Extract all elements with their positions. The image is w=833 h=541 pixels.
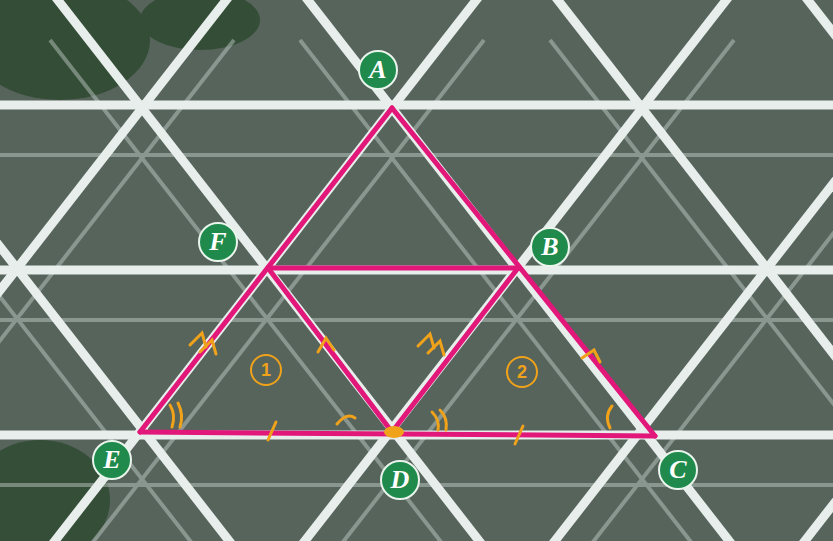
vertex-label: A bbox=[358, 50, 398, 90]
callout-text: 2 bbox=[517, 363, 527, 381]
hand-annotations bbox=[170, 333, 612, 444]
callout-number: 1 bbox=[250, 354, 282, 386]
point-letter: A bbox=[369, 57, 386, 83]
point-letter: D bbox=[391, 467, 410, 493]
point-marker bbox=[384, 426, 404, 438]
vertex-label: B bbox=[530, 227, 570, 267]
vertex-label: C bbox=[658, 450, 698, 490]
vertex-label: D bbox=[380, 460, 420, 500]
callout-number: 2 bbox=[506, 356, 538, 388]
point-letter: B bbox=[541, 234, 558, 260]
magenta-triangles bbox=[140, 108, 655, 436]
callout-text: 1 bbox=[261, 361, 271, 379]
vertex-label: E bbox=[92, 440, 132, 480]
point-letter: C bbox=[669, 457, 686, 483]
point-letter: E bbox=[103, 447, 120, 473]
vertex-label: F bbox=[198, 222, 238, 262]
point-letter: F bbox=[209, 229, 226, 255]
